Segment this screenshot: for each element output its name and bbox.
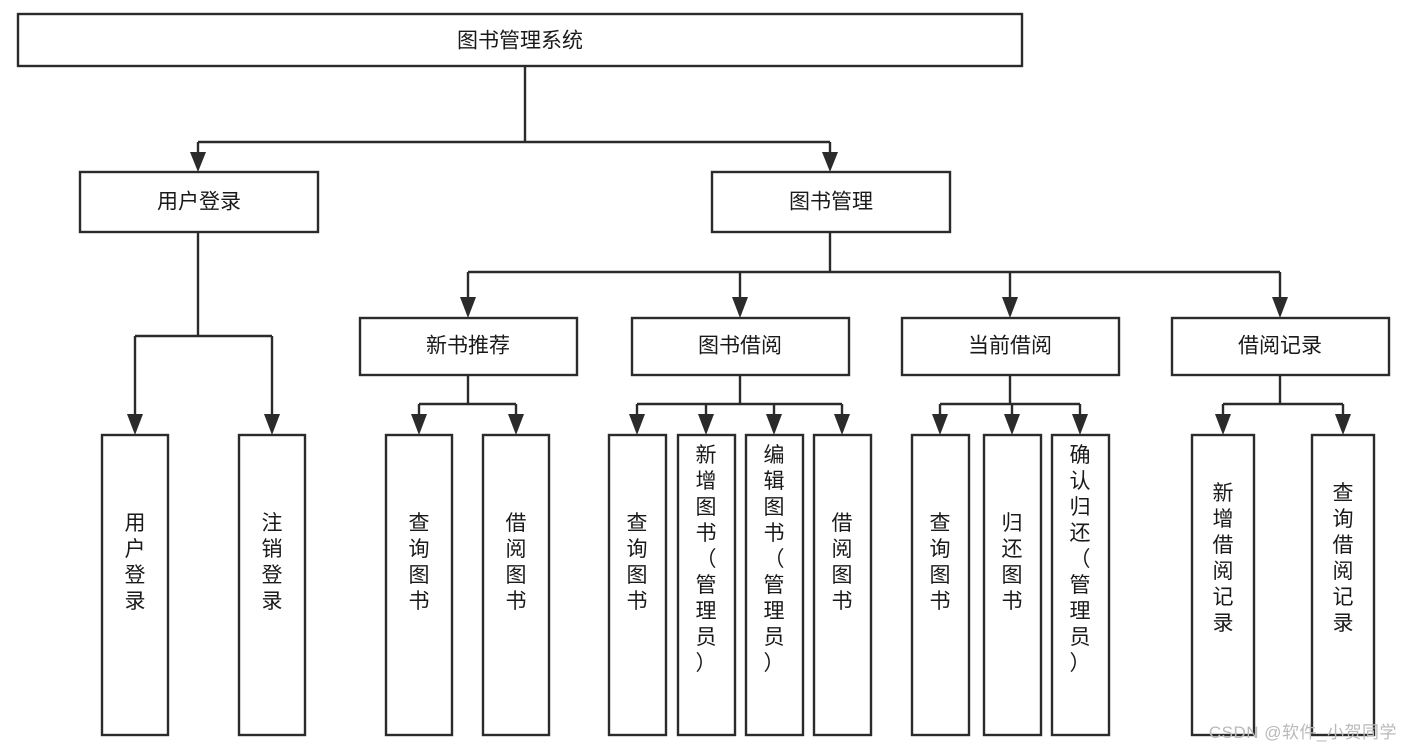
leaf-current-query-book-label: 查询图书 [930,512,951,613]
leaf-borrow-add-book-label: 新增图书（管理员） [696,444,717,675]
leaf-recommend-borrow-book-box[interactable] [481,433,551,737]
user-login-label: 用户登录 [157,191,241,214]
arrow-head-leaf-recommend-query-book [411,414,427,435]
leaf-borrow-query-book-box[interactable] [607,433,668,737]
node-leaf-record-add[interactable]: 新增借阅记录 [1190,433,1256,737]
node-leaf-borrow-edit-book[interactable]: 编辑图书（管理员） [744,433,805,737]
leaf-record-add-box[interactable] [1190,433,1256,737]
root-label: 图书管理系统 [457,30,583,53]
node-leaf-current-return-book[interactable]: 归还图书 [982,433,1043,737]
leaf-record-query-label: 查询借阅记录 [1333,482,1354,635]
node-leaf-current-confirm-return[interactable]: 确认归还（管理员） [1050,433,1111,737]
leaf-borrow-query-book-label: 查询图书 [627,512,648,613]
arrow-head-leaf-record-add [1215,414,1231,435]
arrow-head-user-login [190,152,206,172]
leaf-recommend-query-book-box[interactable] [384,433,454,737]
arrow-head-leaf-current-return-book [1004,414,1020,435]
book-manage-box[interactable] [710,170,952,234]
leaf-borrow-add-book-box[interactable] [676,433,737,737]
leaf-current-query-book-box[interactable] [910,433,971,737]
node-leaf-current-query-book[interactable]: 查询图书 [910,433,971,737]
leaf-user-logout-label: 注销登录 [262,512,283,613]
borrow-record-label: 借阅记录 [1238,335,1322,358]
borrow-record-box[interactable] [1170,316,1391,377]
leaf-recommend-borrow-book-label: 借阅图书 [506,512,527,613]
arrow-head-leaf-borrow-edit-book [766,414,782,435]
edge-layer [127,66,1351,435]
node-new-book-recommend[interactable]: 新书推荐 [358,316,579,377]
leaf-user-login-box[interactable] [100,433,170,737]
book-manage-label: 图书管理 [789,191,873,214]
leaf-current-return-book-label: 归还图书 [1002,512,1023,613]
arrow-head-current-borrow [1002,297,1018,318]
arrow-head-leaf-current-query-book [932,414,948,435]
node-leaf-user-logout[interactable]: 注销登录 [237,433,307,737]
arrow-head-book-borrow [732,297,748,318]
node-user-login[interactable]: 用户登录 [78,170,320,234]
arrow-head-leaf-record-query [1335,414,1351,435]
node-leaf-user-login[interactable]: 用户登录 [100,433,170,737]
leaf-record-query-box[interactable] [1310,433,1376,737]
root-box[interactable] [16,12,1024,68]
node-book-manage[interactable]: 图书管理 [710,170,952,234]
current-borrow-box[interactable] [900,316,1121,377]
leaf-recommend-query-book-label: 查询图书 [409,512,430,613]
leaf-record-add-label: 新增借阅记录 [1213,482,1234,635]
arrow-head-leaf-borrow-query-book [629,414,645,435]
node-leaf-recommend-query-book[interactable]: 查询图书 [384,433,454,737]
arrow-head-leaf-user-login [127,414,143,435]
leaf-user-login-label: 用户登录 [125,512,146,613]
leaf-borrow-edit-book-label: 编辑图书（管理员） [764,444,785,675]
leaf-borrow-borrow-book-label: 借阅图书 [832,512,853,613]
arrow-head-leaf-borrow-add-book [698,414,714,435]
leaf-current-confirm-return-label: 确认归还（管理员） [1070,444,1091,675]
user-login-box[interactable] [78,170,320,234]
arrow-head-leaf-recommend-borrow-book [508,414,524,435]
node-current-borrow[interactable]: 当前借阅 [900,316,1121,377]
leaf-current-return-book-box[interactable] [982,433,1043,737]
new-book-recommend-box[interactable] [358,316,579,377]
leaf-borrow-edit-book-box[interactable] [744,433,805,737]
node-book-borrow[interactable]: 图书借阅 [630,316,851,377]
node-root[interactable]: 图书管理系统 [16,12,1024,68]
node-leaf-borrow-borrow-book[interactable]: 借阅图书 [812,433,873,737]
book-borrow-label: 图书借阅 [698,335,782,358]
node-leaf-record-query[interactable]: 查询借阅记录 [1310,433,1376,737]
arrow-head-borrow-record [1272,297,1288,318]
node-borrow-record[interactable]: 借阅记录 [1170,316,1391,377]
leaf-current-confirm-return-box[interactable] [1050,433,1111,737]
book-borrow-box[interactable] [630,316,851,377]
node-leaf-borrow-add-book[interactable]: 新增图书（管理员） [676,433,737,737]
arrow-head-leaf-current-confirm-return [1072,414,1088,435]
arrow-head-new-book-recommend [460,297,476,318]
node-leaf-borrow-query-book[interactable]: 查询图书 [607,433,668,737]
leaf-borrow-borrow-book-box[interactable] [812,433,873,737]
current-borrow-label: 当前借阅 [968,335,1052,358]
arrow-head-book-manage [822,152,838,172]
node-leaf-recommend-borrow-book[interactable]: 借阅图书 [481,433,551,737]
arrow-head-leaf-user-logout [264,414,280,435]
leaf-user-logout-box[interactable] [237,433,307,737]
new-book-recommend-label: 新书推荐 [426,335,510,358]
arrow-head-leaf-borrow-borrow-book [834,414,850,435]
